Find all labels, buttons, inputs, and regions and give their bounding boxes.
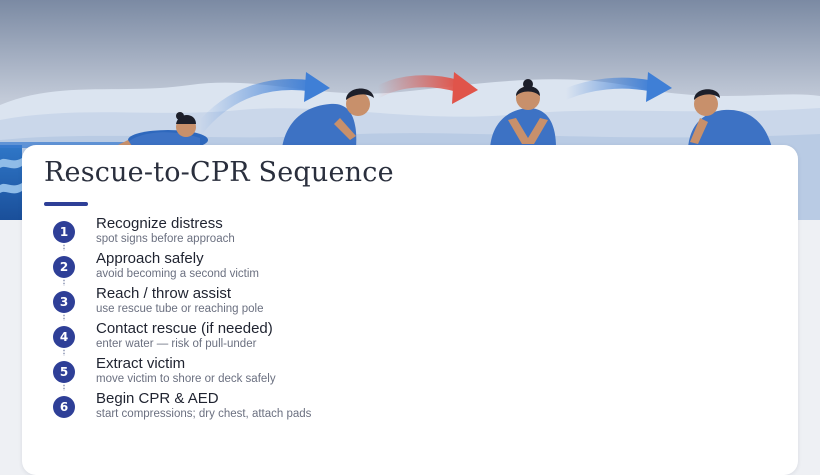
- step-number-badge: 1: [53, 221, 75, 243]
- step-description: avoid becoming a second victim: [96, 268, 259, 280]
- rescuer-leaning-icon: [688, 89, 772, 148]
- step-number-badge: 6: [53, 396, 75, 418]
- step-item-3: 3 Reach / throw assist use rescue tube o…: [22, 285, 798, 321]
- step-title: Begin CPR & AED: [96, 390, 219, 407]
- step-connector: [63, 314, 65, 321]
- page-title: Rescue-to-CPR Sequence: [44, 157, 394, 188]
- step-description: move victim to shore or deck safely: [96, 373, 276, 385]
- arrow-2-icon: [372, 72, 478, 104]
- arrow-3-icon: [560, 72, 672, 102]
- step-number-badge: 2: [53, 256, 75, 278]
- arrow-1-icon: [194, 72, 330, 134]
- step-connector: [63, 349, 65, 356]
- step-description: spot signs before approach: [96, 233, 235, 245]
- step-item-4: 4 Contact rescue (if needed) enter water…: [22, 320, 798, 356]
- step-connector: [63, 244, 65, 251]
- step-description: start compressions; dry chest, attach pa…: [96, 408, 312, 420]
- step-item-6: 6 Begin CPR & AED start compressions; dr…: [22, 390, 798, 426]
- step-item-2: 2 Approach safely avoid becoming a secon…: [22, 250, 798, 286]
- step-title: Approach safely: [96, 250, 204, 267]
- step-number-badge: 4: [53, 326, 75, 348]
- content-card: Rescue-to-CPR Sequence 1 Recognize distr…: [22, 145, 798, 475]
- step-title: Reach / throw assist: [96, 285, 232, 302]
- step-description: enter water — risk of pull-under: [96, 338, 257, 350]
- step-title: Extract victim: [96, 355, 186, 372]
- compressions-icon: [490, 79, 556, 148]
- step-number-badge: 5: [53, 361, 75, 383]
- step-connector: [63, 384, 65, 391]
- rescuer-kneeling-icon: [282, 88, 374, 148]
- step-title: Recognize distress: [96, 215, 223, 232]
- step-title: Contact rescue (if needed): [96, 320, 273, 337]
- step-description: use rescue tube or reaching pole: [96, 303, 264, 315]
- step-item-1: 1 Recognize distress spot signs before a…: [22, 215, 798, 251]
- step-connector: [63, 279, 65, 286]
- title-underline: [44, 202, 88, 206]
- step-item-5: 5 Extract victim move victim to shore or…: [22, 355, 798, 391]
- step-number-badge: 3: [53, 291, 75, 313]
